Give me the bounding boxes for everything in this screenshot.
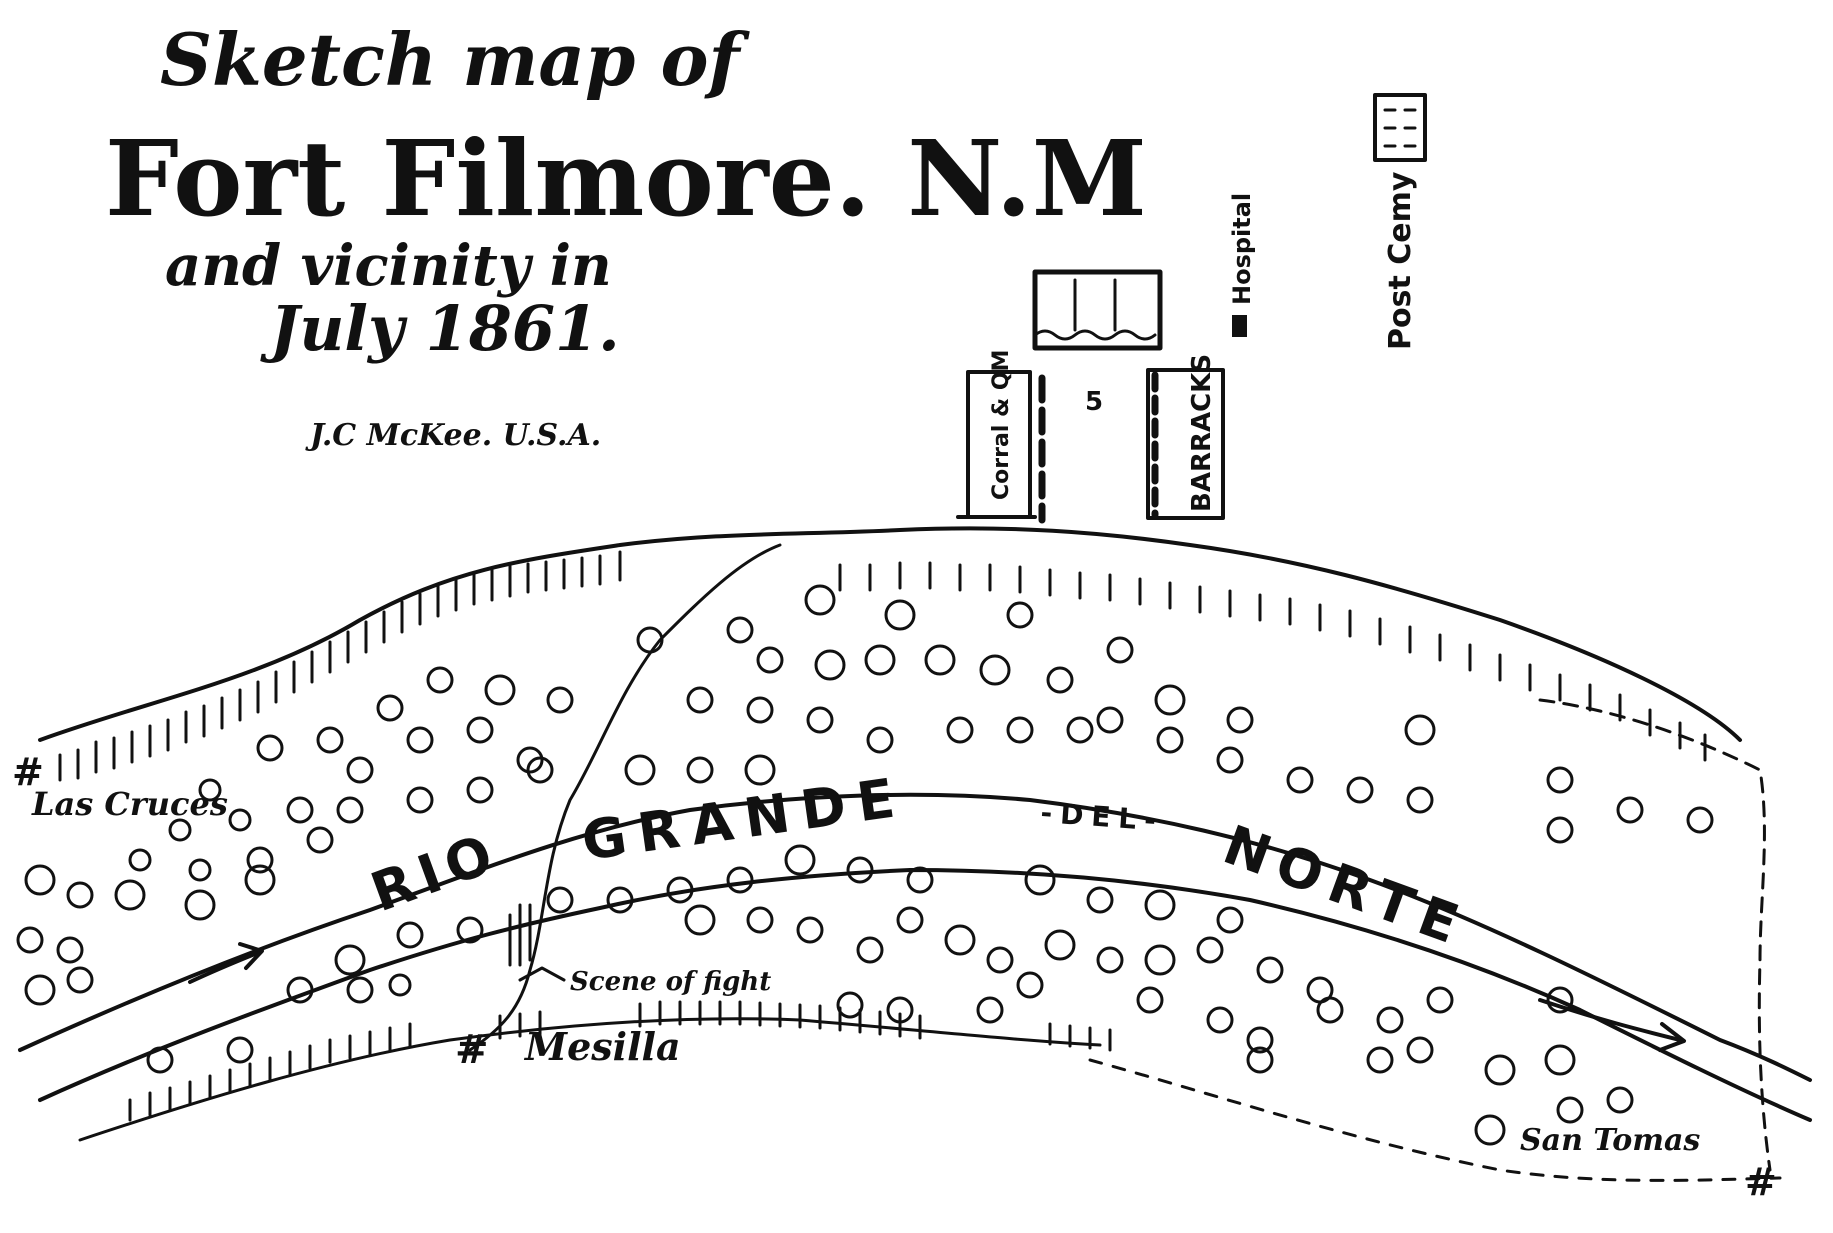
map-author: J.C McKee. U.S.A. [305,418,601,453]
river: RIO GRANDE -DEL- NORTE [188,765,1686,1052]
bluff-hatching [58,550,1707,782]
title-block: Sketch map of Fort Filmore. N.M and vici… [105,17,1147,453]
fight-marker [508,903,566,982]
parade-mark: 5 [1085,387,1103,417]
cemetery-label: Post Cemy [1383,171,1418,350]
las-cruces-label: Las Cruces [31,785,228,823]
river-label-norte: NORTE [1216,813,1476,959]
town-marker-mesilla: # [455,1027,489,1073]
corral-label: Corral & QM [989,350,1014,500]
tree-icon [16,584,1714,1146]
arroyo [468,543,782,1052]
river-label-del: -DEL- [1040,796,1165,838]
river-north-bank [18,792,1812,1082]
fort-building-north [1032,269,1163,351]
map-title-line1: Sketch map of [160,17,750,102]
north-bluff-line [38,526,1742,742]
hospital-label: Hospital [1228,193,1256,305]
river-arrow-icon [188,942,1686,1052]
map-title-line3: and vicinity in [165,233,612,299]
places: # Las Cruces # Mesilla Scene of fight Sa… [12,750,1777,1204]
map-title-line4: July 1861. [260,292,620,365]
south-bluff-line [78,1017,1102,1142]
trees [16,584,1714,1146]
cemetery-plot [1373,93,1427,162]
hospital-building [1232,315,1247,337]
mesilla-label: Mesilla [523,1024,681,1069]
barracks-label: BARRACKS [1187,354,1217,512]
river-south-bank [38,868,1812,1122]
fort-buildings: Corral & QM 5 BARRACKS Hospital Post Cem… [956,93,1427,524]
east-trail [1538,698,1772,1172]
valley [18,526,1812,1182]
river-label-rio: RIO [363,820,508,924]
south-bluff-hatching [128,1000,1112,1122]
map-title-line2: Fort Filmore. N.M [105,117,1147,240]
town-marker-san-tomas: # [1745,1160,1777,1204]
town-marker-las-cruces: # [12,750,44,794]
san-tomas-label: San Tomas [1520,1123,1700,1158]
scene-of-fight-label: Scene of fight [570,967,771,997]
barracks-building [1146,368,1225,520]
south-boundary [1088,1058,1782,1182]
